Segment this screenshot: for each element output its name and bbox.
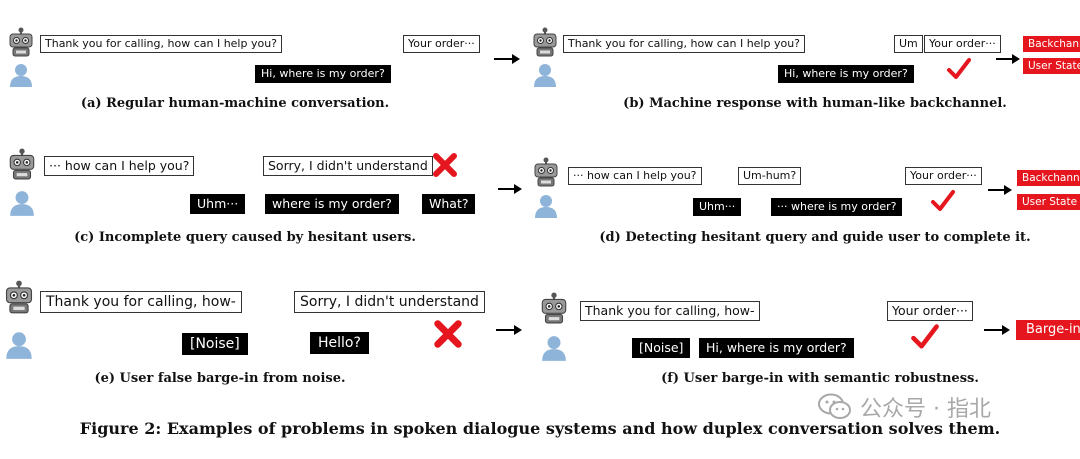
arrow-right-icon [494,54,520,64]
machine-utterance: Thank you for calling, how- [40,291,242,313]
panel-caption: (a) Regular human-machine conversation. [80,96,390,111]
robot-icon [533,27,557,57]
user-utterance: Uhm··· [190,194,246,214]
arrow-right-icon [988,185,1012,195]
user-icon [6,332,32,359]
arrow-right-icon [496,325,522,335]
machine-utterance: Your order··· [887,301,973,321]
user-utterance: Hi, where is my order? [255,65,391,83]
user-utterance: [Noise] [182,333,248,355]
watermark: 公众号 · 指北 [818,391,991,423]
user-icon [10,191,34,216]
machine-utterance: Sorry, I didn't understand [263,156,433,176]
panel-caption: (c) Incomplete query caused by hesitant … [74,230,416,245]
machine-utterance: Your order··· [924,35,1001,53]
user-utterance: [Noise] [632,338,691,358]
checkmark-icon [947,58,971,79]
output-user-state: User State [1017,194,1080,210]
user-utterance: Uhm··· [693,198,742,216]
wechat-icon [818,393,851,419]
robot-icon [5,280,33,314]
user-icon [542,336,566,361]
user-icon [534,64,556,87]
figure-caption: Figure 2: Examples of problems in spoken… [79,419,1001,438]
output-backchannel: Backchannel [1023,36,1080,52]
user-utterance: Hi, where is my order? [699,338,854,358]
machine-backchannel: Um-hum? [738,167,802,185]
machine-backchannel: Um [894,35,923,53]
machine-utterance: Thank you for calling, how- [580,301,760,321]
robot-icon [9,148,35,180]
user-utterance: Hello? [310,332,369,354]
checkmark-icon [911,324,939,349]
robot-icon [9,27,33,57]
machine-utterance: Thank you for calling, how can I help yo… [40,35,283,53]
user-icon [535,195,557,218]
watermark-text: 公众号 · 指北 [860,397,991,422]
machine-utterance: ··· how can I help you? [568,167,702,185]
user-utterance: What? [422,194,476,214]
machine-utterance: Your order··· [905,167,982,185]
robot-icon [541,292,567,324]
panel-caption: (b) Machine response with human-like bac… [623,96,1007,111]
user-utterance: ··· where is my order? [771,198,903,216]
machine-utterance: Thank you for calling, how can I help yo… [563,35,806,53]
panel-caption: (e) User false barge-in from noise. [94,371,346,386]
arrow-right-icon [498,184,522,194]
cross-icon [434,320,462,348]
machine-utterance: ··· how can I help you? [44,156,195,176]
output-user-state: User State [1023,58,1080,74]
user-utterance: where is my order? [265,194,399,214]
output-barge-in: Barge-in [1016,320,1080,340]
robot-icon [534,157,558,187]
arrow-right-icon [996,54,1020,64]
panel-caption: (f) User barge-in with semantic robustne… [661,371,979,386]
machine-utterance: Your order··· [403,35,480,53]
checkmark-icon [931,190,955,211]
arrow-right-icon [984,325,1010,335]
machine-utterance: Sorry, I didn't understand [294,291,485,313]
user-icon [10,64,32,87]
panel-caption: (d) Detecting hesitant query and guide u… [599,230,1031,245]
cross-icon [433,153,457,177]
output-backchannel: Backchannel [1017,170,1080,186]
user-utterance: Hi, where is my order? [778,65,914,83]
